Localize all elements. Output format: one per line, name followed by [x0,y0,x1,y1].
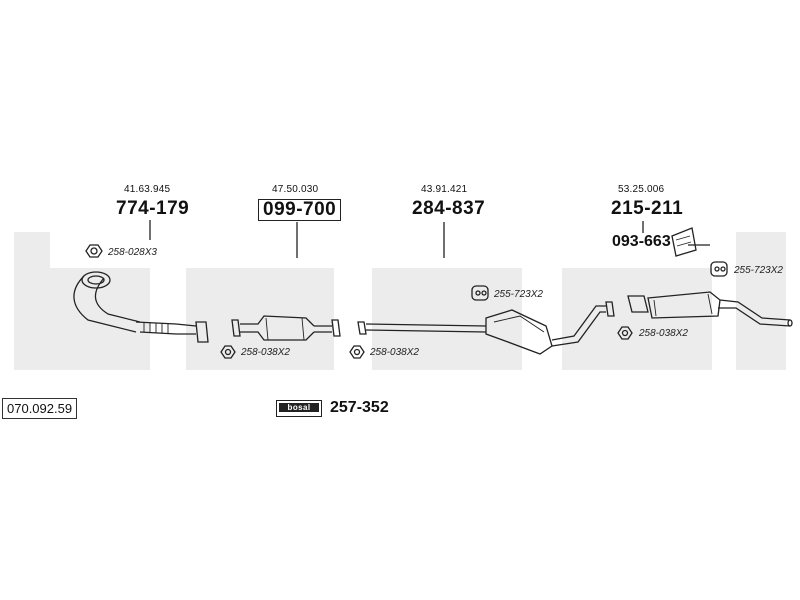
fitting-label-4: 255-723X2 [494,289,543,300]
fitting-label-1: 258-028X3 [108,247,157,258]
middle-silencer-drawing [357,301,615,355]
fitting-label-5: 255-723X2 [734,265,783,276]
part-ref-3: 43.91.421 [421,184,468,195]
part-ref-2: 47.50.030 [272,184,319,195]
fitting-icon-nut-2 [220,345,236,359]
watermark-block-3 [186,268,334,370]
part-ref-4: 53.25.006 [618,184,665,195]
fitting-label-2: 258-038X2 [241,347,290,358]
diagram-code: 070.092.59 [2,398,78,419]
front-pipe-drawing [73,271,209,343]
part-number-3[interactable]: 284-837 [412,198,486,219]
watermark-block-4 [372,268,522,370]
rear-silencer-drawing [627,291,793,327]
part-number-4[interactable]: 215-211 [611,198,684,219]
fitting-icon-rubber-mount [471,285,489,301]
watermark-block-1 [14,232,50,370]
kit-number[interactable]: 257-352 [330,399,389,416]
fitting-icon-rubber-mount-2 [710,261,728,277]
watermark-block-6 [736,232,786,370]
bracket-icon [671,227,697,257]
fitting-icon-nut-3 [349,345,365,359]
bosal-badge: bosal [276,400,322,417]
fitting-label-3: 258-038X2 [370,347,419,358]
part-number-2[interactable]: 099-700 [258,199,342,221]
catalyst-drawing [231,315,341,341]
fitting-icon-nut [85,244,103,258]
watermark-block-2 [50,268,150,370]
fitting-label-6: 258-038X2 [639,328,688,339]
fitting-icon-nut-4 [617,326,633,340]
bosal-badge-text: bosal [279,403,319,412]
part-ref-1: 41.63.945 [124,184,171,195]
part-number-1[interactable]: 774-179 [116,198,190,219]
sub-part-number[interactable]: 093-663 [612,233,671,250]
